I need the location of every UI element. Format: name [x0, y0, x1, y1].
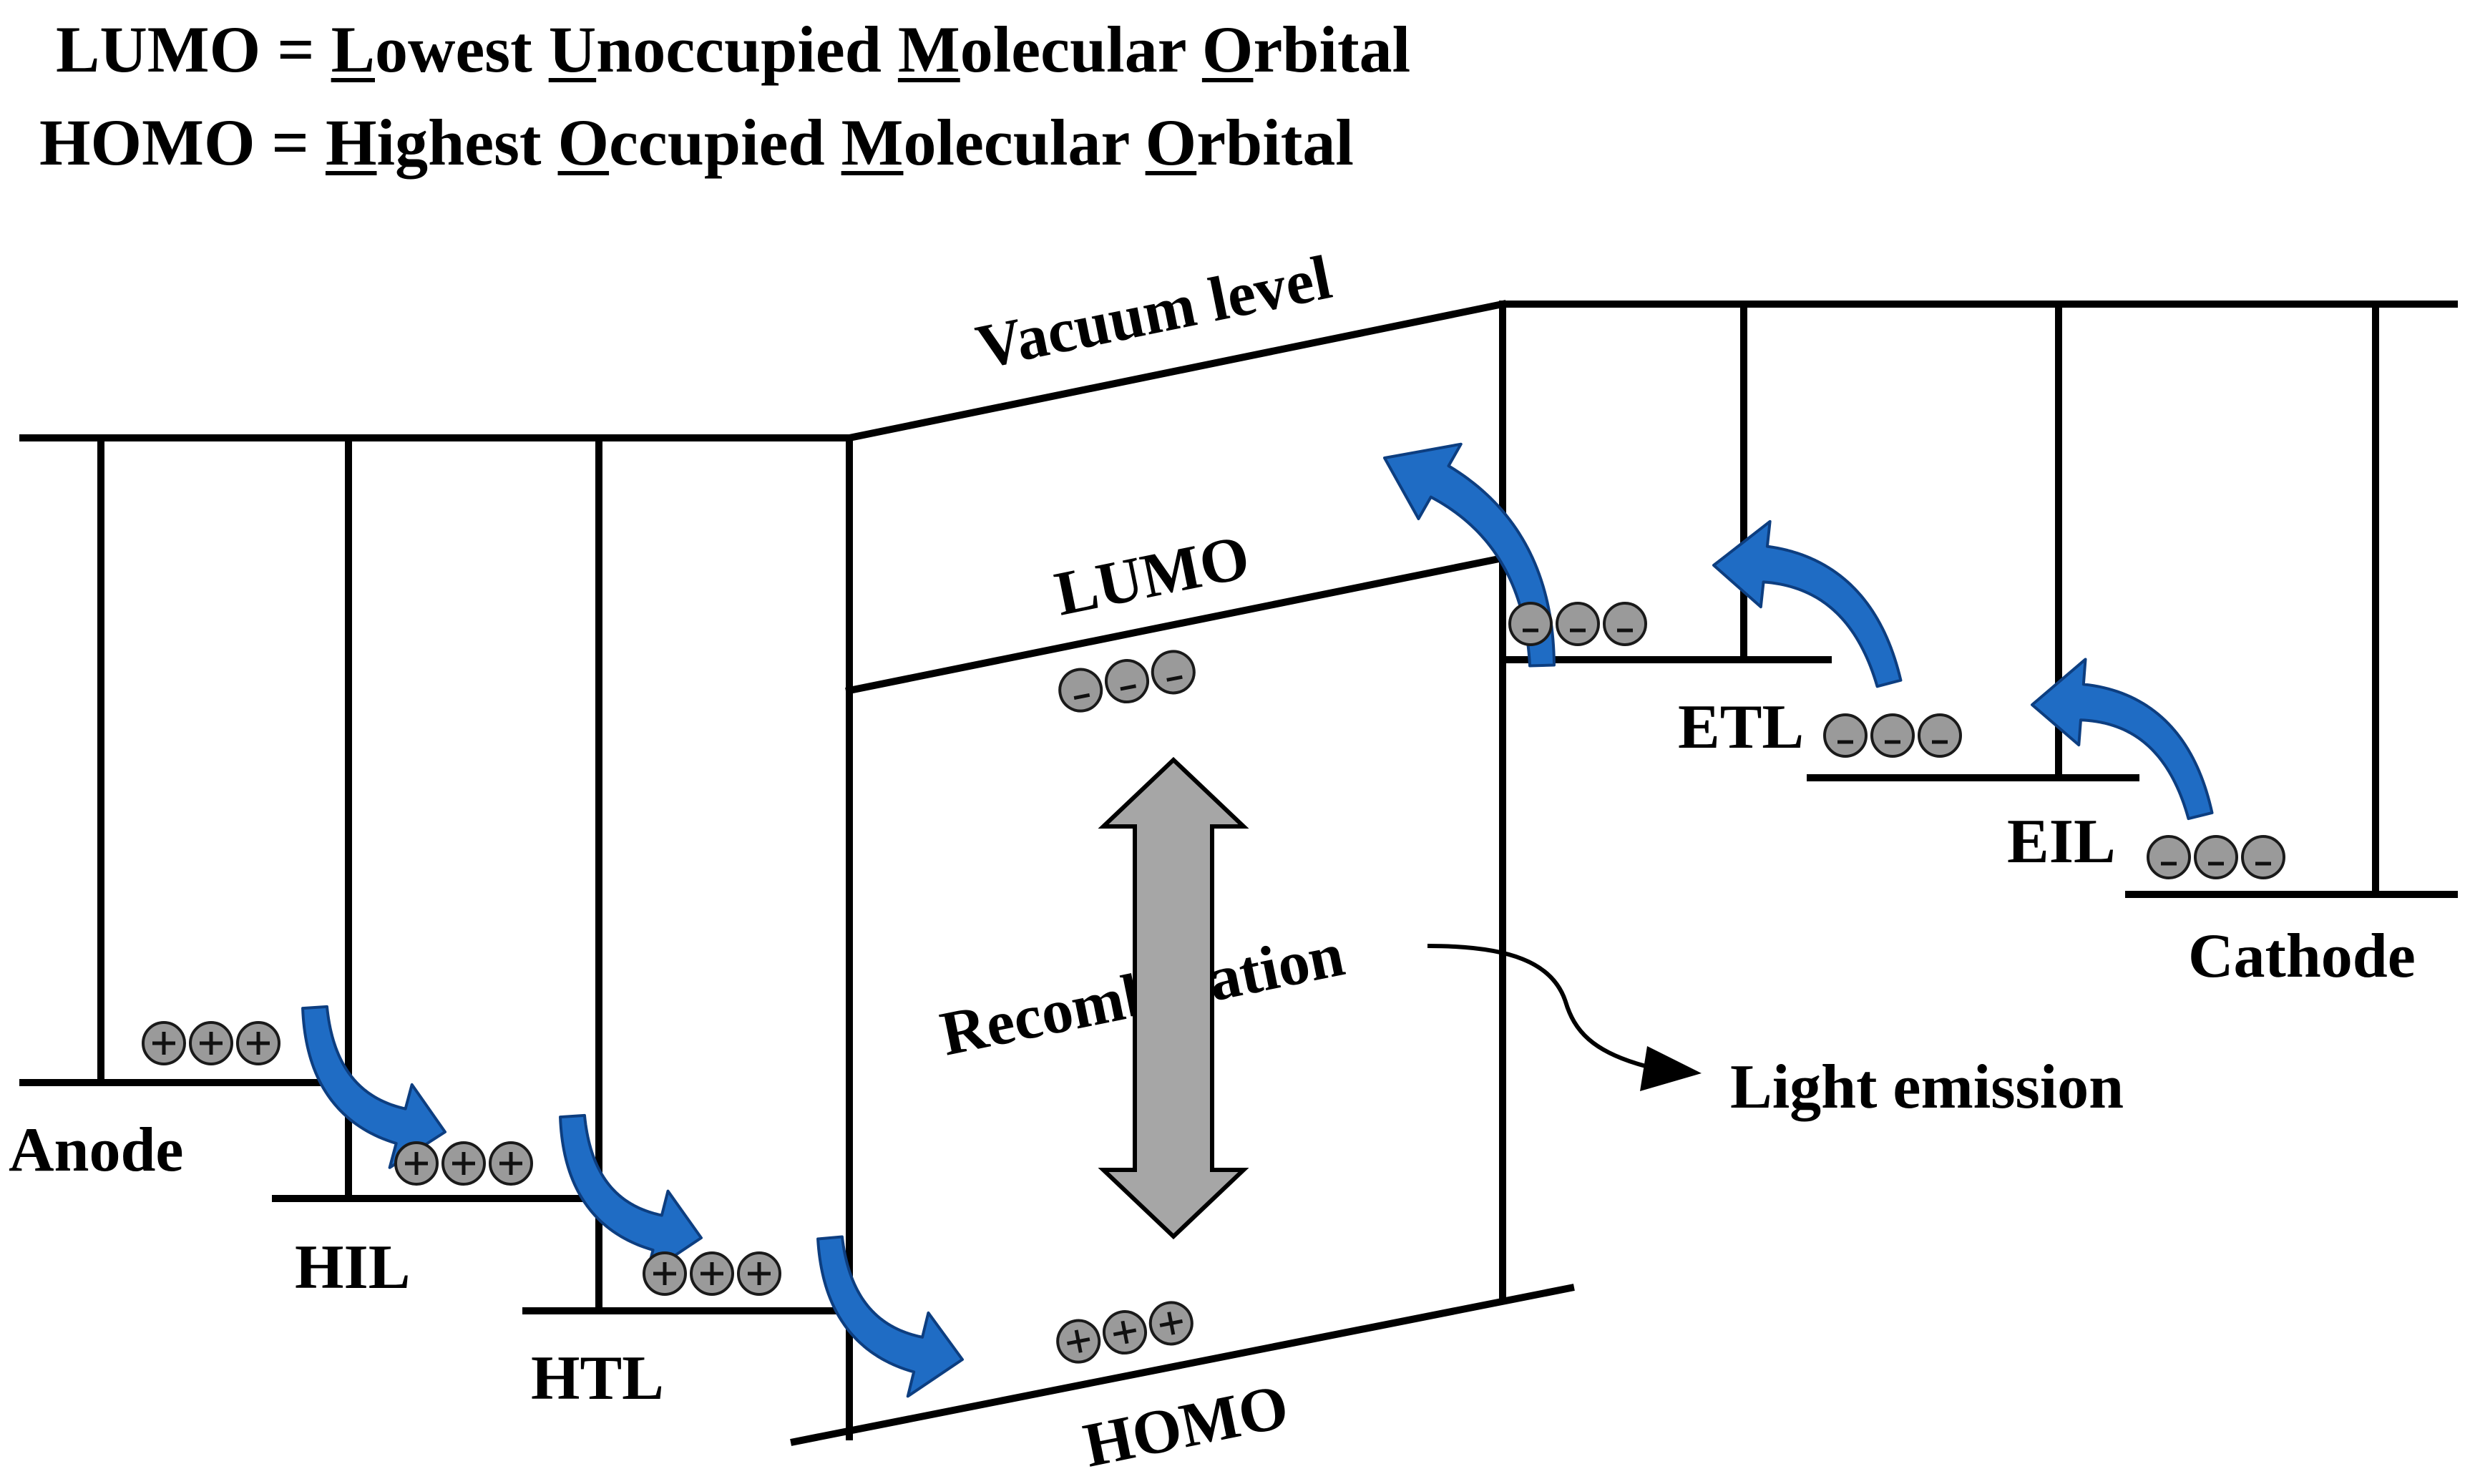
definition-word-rest: rbital — [1196, 106, 1354, 179]
etl-label: ETL — [1678, 693, 1804, 762]
light-emission-arrow-icon — [1427, 944, 1702, 1091]
electron-icon — [1603, 602, 1647, 646]
electron-icon — [1058, 668, 1103, 713]
electron-icon — [2147, 835, 2191, 879]
hole-group — [643, 1251, 781, 1296]
hole-plus-sign — [1159, 1312, 1183, 1335]
hole-plus-sign — [653, 1262, 676, 1285]
hole-plus-sign — [405, 1152, 428, 1175]
lumo-definition: LUMO = Lowest Unoccupied Molecular Orbit… — [56, 13, 1410, 86]
definition-word-rest: noccupied — [596, 13, 898, 86]
vacuum-level-line — [19, 300, 2458, 442]
electron-icon — [1105, 659, 1149, 703]
curved-transfer-arrow-icon — [301, 1005, 446, 1169]
electron-group — [2147, 835, 2285, 879]
electron-icon — [2241, 835, 2285, 879]
electron-group — [1823, 713, 1962, 758]
hole-plus-sign — [452, 1152, 475, 1175]
hole-plus-sign — [1113, 1320, 1137, 1344]
anode-label: Anode — [9, 1116, 184, 1185]
hil-label: HIL — [295, 1233, 410, 1302]
vacuum-level-label: Vacuum level — [971, 243, 1337, 382]
hole-plus-sign — [701, 1262, 723, 1285]
hole-plus-sign — [200, 1032, 223, 1055]
electron-icon — [1151, 650, 1196, 695]
electron-minus-sign — [1073, 693, 1090, 700]
curved-transfer-arrow-icon — [1383, 442, 1556, 668]
cathode-label: Cathode — [2188, 922, 2416, 991]
definition-word-rest: olecular — [960, 13, 1202, 86]
hole-plus-sign — [748, 1262, 771, 1285]
electron-group — [1508, 602, 1647, 646]
definition-initial: O — [1146, 106, 1197, 179]
definition-acronym: LUMO = — [56, 13, 331, 86]
electron-icon — [1918, 713, 1962, 758]
hole-group — [142, 1021, 280, 1065]
definition-initial: H — [326, 106, 377, 179]
hole-plus-sign — [1067, 1329, 1090, 1353]
recombination-double-arrow-icon — [1098, 756, 1249, 1240]
hole-group — [1056, 1301, 1194, 1364]
electron-group — [1058, 650, 1196, 713]
homo-label: HOMO — [1078, 1372, 1294, 1481]
hole-group — [394, 1141, 533, 1186]
electron-icon — [1870, 713, 1915, 758]
definition-initial: M — [841, 106, 904, 179]
electron-icon — [1556, 602, 1600, 646]
electron-icon — [2194, 835, 2238, 879]
definition-initial: L — [331, 13, 375, 86]
curved-transfer-arrow-icon — [1712, 519, 1903, 688]
definition-initial: O — [558, 106, 610, 179]
definition-acronym: HOMO = — [39, 106, 326, 179]
definition-initial: U — [549, 13, 596, 86]
definition-initial: O — [1202, 13, 1254, 86]
eil-label: EIL — [2007, 807, 2116, 877]
hole-plus-sign — [247, 1032, 270, 1055]
homo-level — [790, 1284, 1575, 1446]
charge-carriers — [142, 602, 2285, 1364]
definition-initial: M — [898, 13, 960, 86]
curved-transfer-arrow-icon — [559, 1113, 703, 1276]
definition-word-rest: olecular — [903, 106, 1145, 179]
definition-word-rest: ighest — [377, 106, 558, 179]
curved-transfer-arrow-icon — [2031, 658, 2214, 821]
hole-plus-sign — [152, 1032, 175, 1055]
definition-word-rest: rbital — [1253, 13, 1410, 86]
electron-minus-sign — [1166, 675, 1183, 682]
hole-plus-sign — [499, 1152, 522, 1175]
homo-definition: HOMO = Highest Occupied Molecular Orbita… — [39, 106, 1354, 179]
charge-transfer-arrows — [301, 442, 2214, 1398]
electron-minus-sign — [1120, 684, 1136, 691]
electron-icon — [1508, 602, 1553, 646]
definition-word-rest: owest — [375, 13, 549, 86]
light-emission-label: Light emission — [1730, 1053, 2124, 1122]
definition-word-rest: ccupied — [609, 106, 841, 179]
htl-label: HTL — [531, 1344, 664, 1413]
curved-transfer-arrow-icon — [816, 1235, 964, 1398]
lumo-level — [845, 554, 1507, 695]
electron-icon — [1823, 713, 1868, 758]
